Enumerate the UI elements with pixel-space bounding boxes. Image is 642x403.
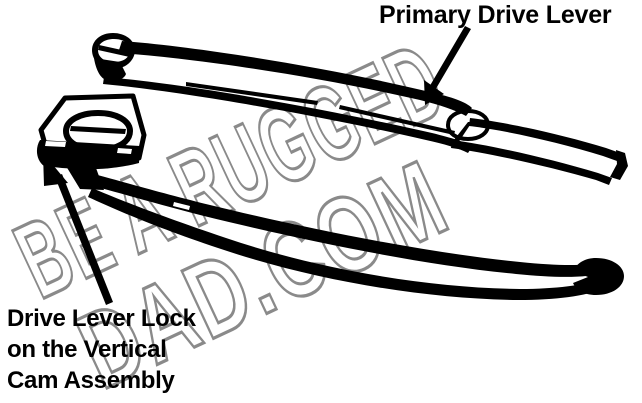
drive-lever-lock-caption: Drive Lever Lock on the Vertical Cam Ass… — [7, 303, 196, 396]
primary-drive-lever-label: Primary Drive Lever — [379, 1, 612, 29]
lock-bracket-lower-lip — [36, 140, 140, 170]
primary-drive-lever-collar — [94, 58, 126, 82]
drive-lever-lock-arrow-shaft — [55, 174, 113, 305]
primary-drive-lever-detail-dash-2 — [339, 105, 455, 135]
caption-line-3: Cam Assembly — [7, 367, 175, 394]
lower-lever-segment — [450, 118, 628, 185]
primary-drive-lever-eye-slot — [98, 45, 131, 57]
upper-rod-highlight — [173, 202, 190, 210]
lower-lever-left-edge — [450, 122, 472, 146]
drive-lever-lock-arrow-head — [43, 153, 68, 186]
lower-lever-top-edge — [469, 118, 620, 161]
primary-drive-lever-blade — [118, 41, 472, 116]
lower-lever-tip — [610, 150, 628, 180]
lower-lever-bottom-edge — [451, 140, 612, 185]
caption-line-1: Drive Lever Lock — [7, 305, 196, 332]
caption-line-2: on the Vertical — [7, 336, 167, 363]
rod-terminal — [573, 258, 624, 295]
lock-bracket-hole-slot — [70, 126, 126, 134]
primary-drive-lever — [92, 33, 472, 153]
primary-drive-lever-arrow-shaft — [428, 26, 471, 92]
primary-drive-lever-inner-edge — [103, 77, 472, 153]
lower-control-rod — [88, 188, 602, 300]
callout-arrows — [43, 26, 471, 305]
upper-control-rod — [82, 172, 604, 277]
drive-lever-lock-bracket — [36, 93, 147, 190]
primary-drive-lever-arrow-head — [424, 80, 444, 105]
lock-bracket-notch-right — [117, 148, 132, 154]
primary-drive-lever-detail-dash-1 — [186, 82, 318, 105]
control-rods — [82, 172, 624, 300]
lock-bracket-notch-left — [45, 141, 66, 147]
pivot-boss-outline — [445, 108, 491, 142]
